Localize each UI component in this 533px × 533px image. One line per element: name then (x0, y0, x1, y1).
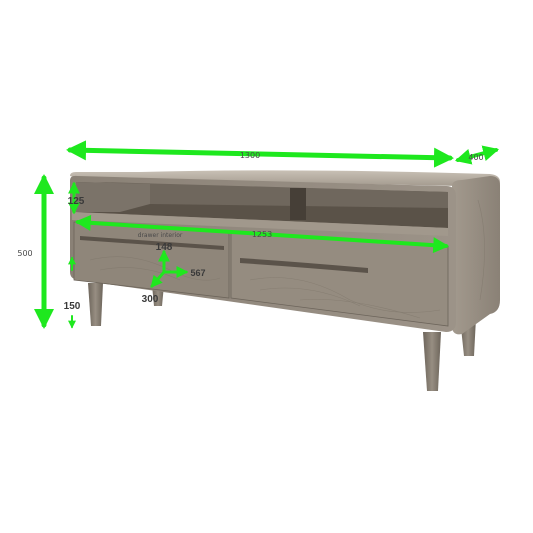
drawer-depth-label: 300 (142, 294, 159, 305)
drawer-depth-arrow (150, 270, 166, 288)
shelf-back-wall (100, 182, 448, 208)
drawer-right-front (230, 232, 449, 327)
cabinet-right-side (452, 176, 500, 335)
leg-front-right (423, 332, 441, 391)
inner-width-arrow (74, 214, 450, 254)
drawer-label: drawer interior (138, 232, 183, 239)
cabinet-body (70, 170, 500, 335)
dimension-arrows (34, 140, 500, 329)
leg-height-label: 150 (64, 301, 81, 312)
shelf-height-label: 125 (68, 196, 85, 207)
height-label: 500 (17, 249, 32, 258)
inner-width-label: 1253 (252, 230, 272, 239)
width-arrow (66, 140, 454, 168)
depth-label: 400 (468, 153, 483, 162)
shelf-divider (290, 188, 306, 220)
drawer-width-label: 567 (190, 268, 205, 278)
drawer-height-label: 148 (156, 242, 173, 253)
wood-grain (89, 199, 485, 319)
depth-arrow (454, 145, 500, 165)
cabinet-top (70, 170, 500, 186)
shelf-inner-shadow (76, 182, 150, 212)
width-label: 1300 (240, 151, 260, 160)
drawer-right-handle (240, 258, 368, 273)
leg-front-left (88, 283, 103, 326)
dimension-labels: 1300 400 500 125 1253 150 drawer interio… (17, 151, 483, 312)
